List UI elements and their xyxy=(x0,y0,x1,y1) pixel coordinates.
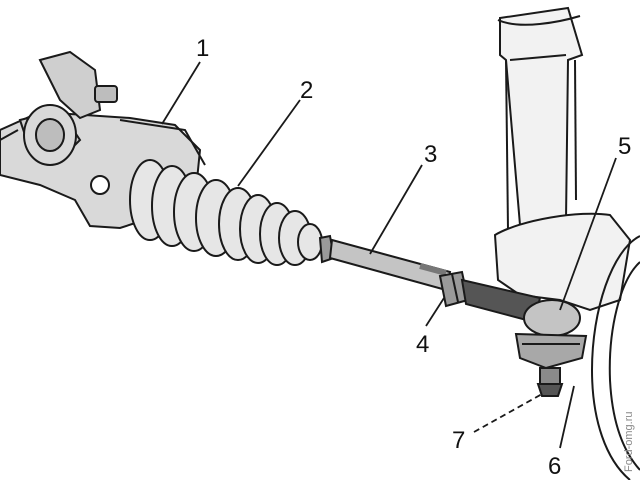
wheel-hub xyxy=(590,235,640,480)
callout-3: 3 xyxy=(424,141,437,168)
rubber-boot xyxy=(129,159,323,266)
callout-labels: 1 2 3 4 5 6 7 xyxy=(196,35,631,480)
watermark: Ford-omg.ru xyxy=(623,411,635,472)
callout-4: 4 xyxy=(416,331,429,358)
tie-rod xyxy=(318,234,452,292)
ball-joint xyxy=(514,299,588,397)
callout-7: 7 xyxy=(452,427,465,454)
callout-6: 6 xyxy=(548,453,561,480)
suspension-strut xyxy=(493,6,632,312)
callout-1: 1 xyxy=(196,35,209,62)
callout-2: 2 xyxy=(300,77,313,104)
callout-5: 5 xyxy=(618,133,631,160)
leader-lines xyxy=(161,61,617,449)
